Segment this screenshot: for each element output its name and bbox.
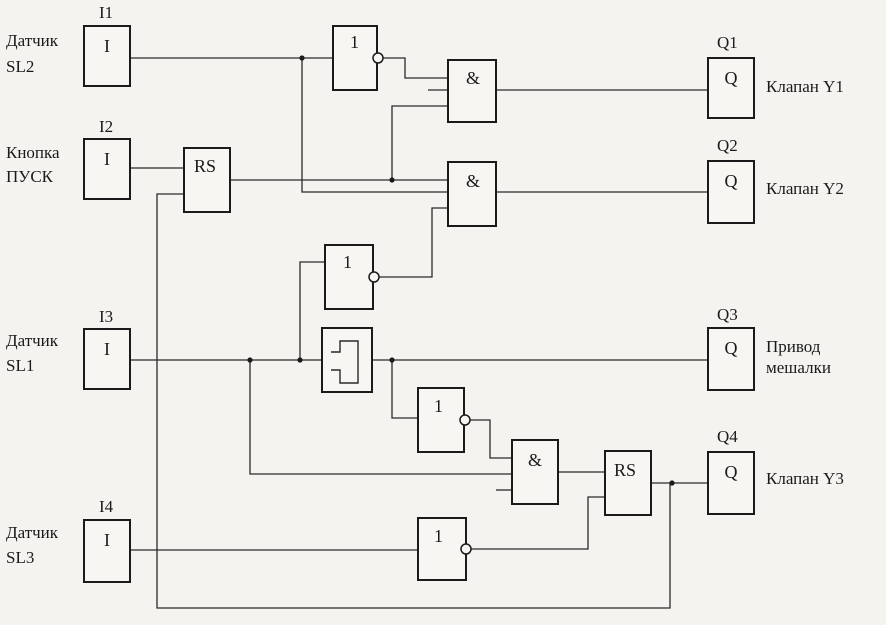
output-label-line1: Привод: [766, 337, 821, 356]
input-id: I1: [99, 3, 113, 22]
input-label-line2: SL2: [6, 57, 34, 76]
gate-symbol: 1: [350, 32, 359, 52]
gate-symbol: &: [466, 171, 480, 191]
output-block-q2: Q2 Q Клапан Y2: [707, 136, 844, 224]
input-box: [83, 328, 131, 390]
not-gate-2: 1: [324, 244, 380, 310]
input-id: I4: [99, 497, 114, 516]
gate-symbol: 1: [343, 252, 352, 272]
input-box: [83, 519, 131, 583]
inversion-bubble: [460, 543, 472, 555]
inversion-bubble: [372, 52, 384, 64]
gate-symbol: 1: [434, 526, 443, 546]
inversion-bubble: [459, 414, 471, 426]
wires: [130, 57, 708, 609]
not-gate-1: 1: [332, 25, 384, 91]
gate-box: [332, 25, 378, 91]
gate-box: [447, 59, 497, 123]
output-box: [707, 451, 755, 515]
gate-symbol: 1: [434, 396, 443, 416]
junction-dot: [669, 480, 675, 486]
junctions: [247, 55, 675, 486]
output-id: Q4: [717, 427, 738, 446]
gate-box: [417, 517, 467, 581]
input-block-i3: I3 I Датчик SL1: [6, 307, 131, 390]
gate-symbol: &: [466, 68, 480, 88]
input-box: [83, 138, 131, 200]
gate-symbol: RS: [194, 156, 216, 176]
not-gate-4: 1: [417, 517, 472, 581]
junction-dot: [297, 357, 303, 363]
input-block-i4: I4 I Датчик SL3: [6, 497, 131, 583]
input-label-line1: Датчик: [6, 331, 59, 350]
junction-dot: [389, 357, 395, 363]
gate-box: [604, 450, 652, 516]
input-label-line1: Кнопка: [6, 143, 60, 162]
input-id: I2: [99, 117, 113, 136]
gate-box: [417, 387, 465, 453]
output-block-q4: Q4 Q Клапан Y3: [707, 427, 844, 515]
gate-box: [511, 439, 559, 505]
rs-trigger-2: RS: [604, 450, 652, 516]
and-gate-3: &: [511, 439, 559, 505]
input-block-i2: I2 I Кнопка ПУСК: [6, 117, 131, 200]
input-block-i1: I1 I Датчик SL2: [6, 3, 131, 87]
inversion-bubble: [368, 271, 380, 283]
output-box: [707, 327, 755, 391]
junction-dot: [247, 357, 253, 363]
output-block-q1: Q1 Q Клапан Y1: [707, 33, 844, 119]
junction-dot: [299, 55, 305, 61]
rs-trigger-1: RS: [183, 147, 231, 213]
output-box: [707, 57, 755, 119]
input-symbol: I: [104, 149, 110, 169]
output-symbol: Q: [725, 68, 738, 88]
input-label-line2: ПУСК: [6, 167, 54, 186]
input-label-line2: SL3: [6, 548, 34, 567]
input-symbol: I: [104, 339, 110, 359]
not-gate-3: 1: [417, 387, 471, 453]
input-box: [83, 25, 131, 87]
output-label-line1: Клапан Y2: [766, 179, 844, 198]
output-label-line2: мешалки: [766, 358, 831, 377]
pulse-icon: [331, 340, 359, 384]
output-block-q3: Q3 Q Привод мешалки: [707, 305, 831, 391]
output-box: [707, 160, 755, 224]
and-gate-2: &: [447, 161, 497, 227]
output-label-line1: Клапан Y1: [766, 77, 844, 96]
and-gate-1: &: [447, 59, 497, 123]
output-id: Q3: [717, 305, 738, 324]
input-symbol: I: [104, 530, 110, 550]
input-symbol: I: [104, 36, 110, 56]
output-symbol: Q: [725, 171, 738, 191]
input-label-line2: SL1: [6, 356, 34, 375]
input-label-line1: Датчик: [6, 31, 59, 50]
output-id: Q1: [717, 33, 738, 52]
input-label-line1: Датчик: [6, 523, 59, 542]
output-symbol: Q: [725, 462, 738, 482]
gate-box: [321, 327, 373, 393]
gate-symbol: RS: [614, 460, 636, 480]
output-symbol: Q: [725, 338, 738, 358]
output-id: Q2: [717, 136, 738, 155]
pulse-element: [321, 327, 373, 393]
gate-box: [183, 147, 231, 213]
input-id: I3: [99, 307, 113, 326]
output-label-line1: Клапан Y3: [766, 469, 844, 488]
gate-symbol: &: [528, 450, 542, 470]
junction-dot: [389, 177, 395, 183]
gate-box: [447, 161, 497, 227]
